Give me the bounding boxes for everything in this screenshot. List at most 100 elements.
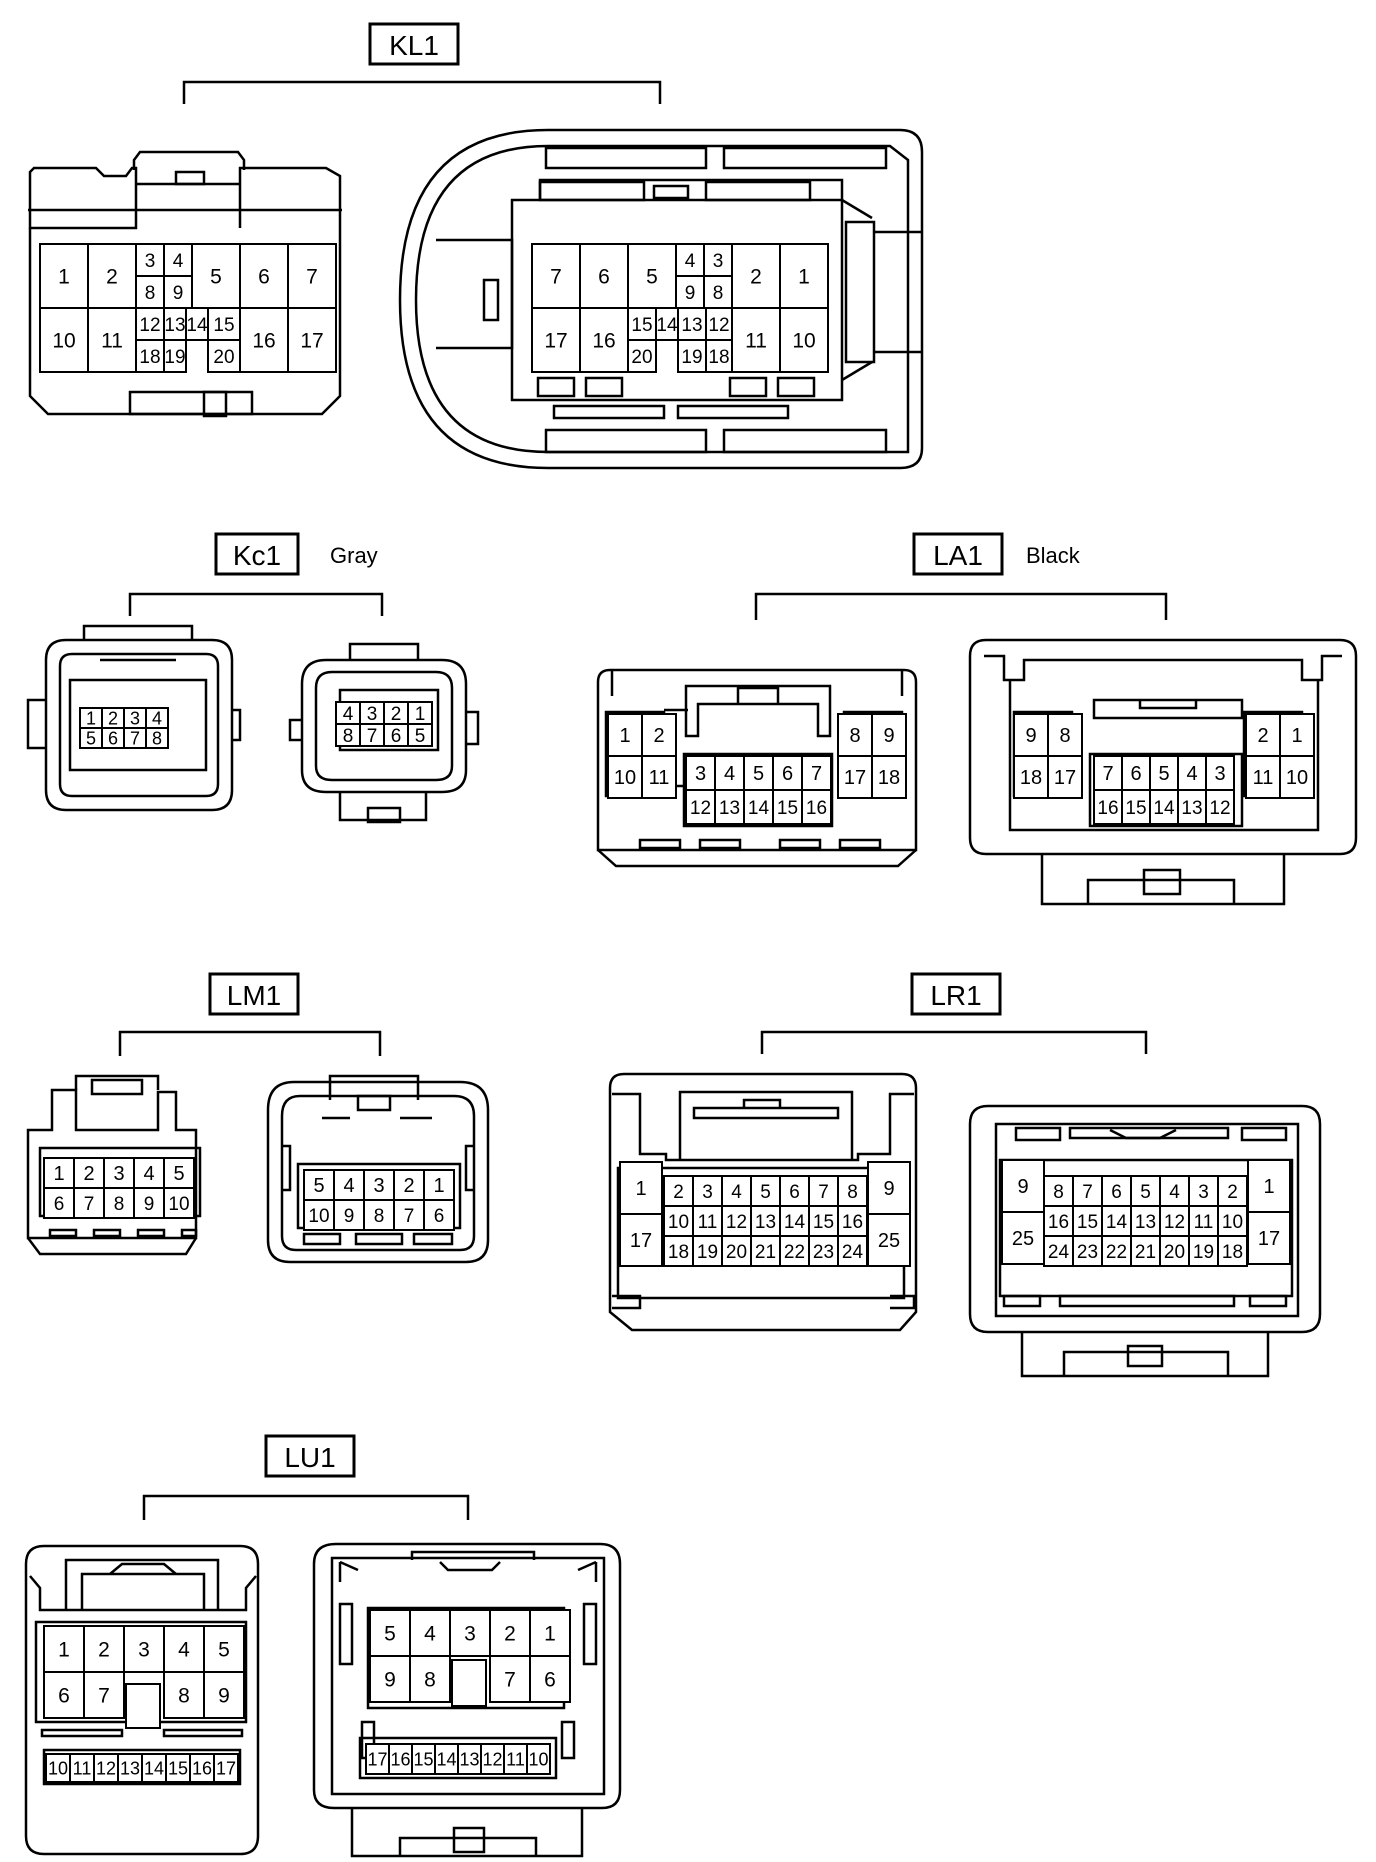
- pin-number: 2: [1257, 725, 1268, 747]
- pin-cell: 5: [191, 243, 241, 309]
- pin-cell: 2: [87, 243, 137, 309]
- pin-cell: 21: [1130, 1235, 1161, 1267]
- pin-cell: 20: [721, 1235, 752, 1267]
- pin-cell: 6: [101, 727, 125, 749]
- pin-cell: 15: [411, 1743, 436, 1775]
- pin-cell: 3: [1188, 1175, 1219, 1207]
- pin-number: 10: [1222, 1212, 1243, 1233]
- pin-number: 6: [789, 1182, 800, 1203]
- pin-number: 6: [391, 726, 402, 747]
- pin-box: [73, 1187, 105, 1219]
- pin-box: [1047, 755, 1083, 799]
- pin-cell: 8: [135, 275, 165, 309]
- pin-cell: 14: [141, 1753, 167, 1783]
- pin-cell: 12: [93, 1753, 119, 1783]
- connector-color-LA1: Black: [1026, 543, 1081, 568]
- pin-cell: 9: [333, 1199, 365, 1231]
- pin-number: 5: [313, 1175, 324, 1197]
- pin-cell: 5: [1149, 755, 1179, 791]
- pin-cell: 9: [369, 1655, 411, 1703]
- pin-number: 8: [847, 1182, 858, 1203]
- pin-number: 1: [433, 1175, 444, 1197]
- pin-cell: 2: [1217, 1175, 1248, 1207]
- pin-number: 2: [1227, 1182, 1238, 1203]
- pin-cell: 16: [579, 307, 629, 373]
- pin-cell: 10: [1279, 755, 1315, 799]
- pin-cell: 13: [117, 1753, 143, 1783]
- pin-number: 9: [1017, 1176, 1028, 1198]
- pin-cell: 8: [335, 723, 361, 747]
- pin-box: [1001, 1159, 1045, 1213]
- pin-cell: 10: [163, 1187, 195, 1219]
- pin-cell: 2: [641, 713, 677, 757]
- pin-box: [333, 1199, 365, 1231]
- pin-number: 15: [168, 1758, 188, 1778]
- pin-cell: 6: [779, 1175, 810, 1207]
- pin-number: 14: [748, 798, 770, 819]
- pin-box: [867, 1161, 911, 1215]
- pin-number: 18: [878, 767, 900, 789]
- pin-box: [407, 723, 433, 747]
- pin-number: 17: [367, 1749, 387, 1769]
- pin-box: [721, 1235, 752, 1267]
- pin-box: [1013, 713, 1049, 757]
- pin-cell: 14: [655, 307, 679, 341]
- pin-cell: 11: [1245, 755, 1281, 799]
- pin-box: [1159, 1235, 1190, 1267]
- pin-cell: 1: [423, 1169, 455, 1201]
- pin-box: [423, 1199, 455, 1231]
- pin-box: [1245, 755, 1281, 799]
- pin-box: [191, 243, 241, 309]
- pin-number: 17: [1054, 767, 1076, 789]
- pin-number: 4: [424, 1623, 436, 1646]
- pin-number: 6: [544, 1669, 556, 1692]
- pin-cell: 12: [135, 307, 165, 341]
- pin-cell: 20: [1159, 1235, 1190, 1267]
- blank-cavity: [125, 1683, 161, 1729]
- pin-cell: 2: [1245, 713, 1281, 757]
- pin-box: [619, 1213, 663, 1267]
- pin-cell: 8: [103, 1187, 135, 1219]
- pin-box: [529, 1655, 571, 1703]
- pin-number: 5: [218, 1639, 230, 1662]
- pin-cell: 19: [692, 1235, 723, 1267]
- pin-cell: 3: [359, 701, 385, 725]
- pin-box: [607, 755, 643, 799]
- pin-box: [303, 1169, 335, 1201]
- pin-number: 14: [186, 315, 208, 336]
- pin-cell: 8: [363, 1199, 395, 1231]
- pin-number: 14: [144, 1758, 164, 1778]
- pin-number: 9: [144, 1194, 155, 1215]
- pin-box: [663, 1235, 694, 1267]
- connector-face-LA1-right: [968, 638, 1358, 906]
- pin-number: 13: [164, 315, 185, 336]
- pin-number: 12: [726, 1212, 747, 1233]
- pin-number: 16: [592, 330, 615, 353]
- pin-cell: 3: [103, 1157, 135, 1189]
- pin-cell: 2: [489, 1609, 531, 1657]
- pin-cell: 13: [1130, 1205, 1161, 1237]
- pin-cell: 17: [837, 755, 873, 799]
- pin-number: 23: [813, 1242, 834, 1263]
- pin-cell: 11: [641, 755, 677, 799]
- pin-box: [1247, 1211, 1291, 1265]
- pin-number: 2: [83, 1163, 94, 1185]
- pin-box: [1013, 755, 1049, 799]
- pin-cell: 5: [163, 1157, 195, 1189]
- pin-number: 4: [173, 251, 184, 272]
- pin-number: 4: [685, 251, 696, 272]
- pin-number: 20: [213, 347, 234, 368]
- pin-cell: 11: [503, 1743, 528, 1775]
- pin-cell: 6: [772, 755, 803, 791]
- pin-number: 11: [73, 1758, 92, 1778]
- blank-cavity: [451, 1659, 487, 1707]
- pin-cell: 4: [335, 701, 361, 725]
- pin-box: [579, 307, 629, 373]
- pin-cell: 21: [750, 1235, 781, 1267]
- pin-number: 7: [1082, 1182, 1093, 1203]
- connector-group-KL1: KL1: [182, 22, 662, 104]
- pin-number: 10: [308, 1206, 329, 1227]
- pin-cell: 18: [1217, 1235, 1248, 1267]
- connector-group-Kc1: Kc1 Gray: [128, 532, 384, 616]
- pin-box: [333, 1169, 365, 1201]
